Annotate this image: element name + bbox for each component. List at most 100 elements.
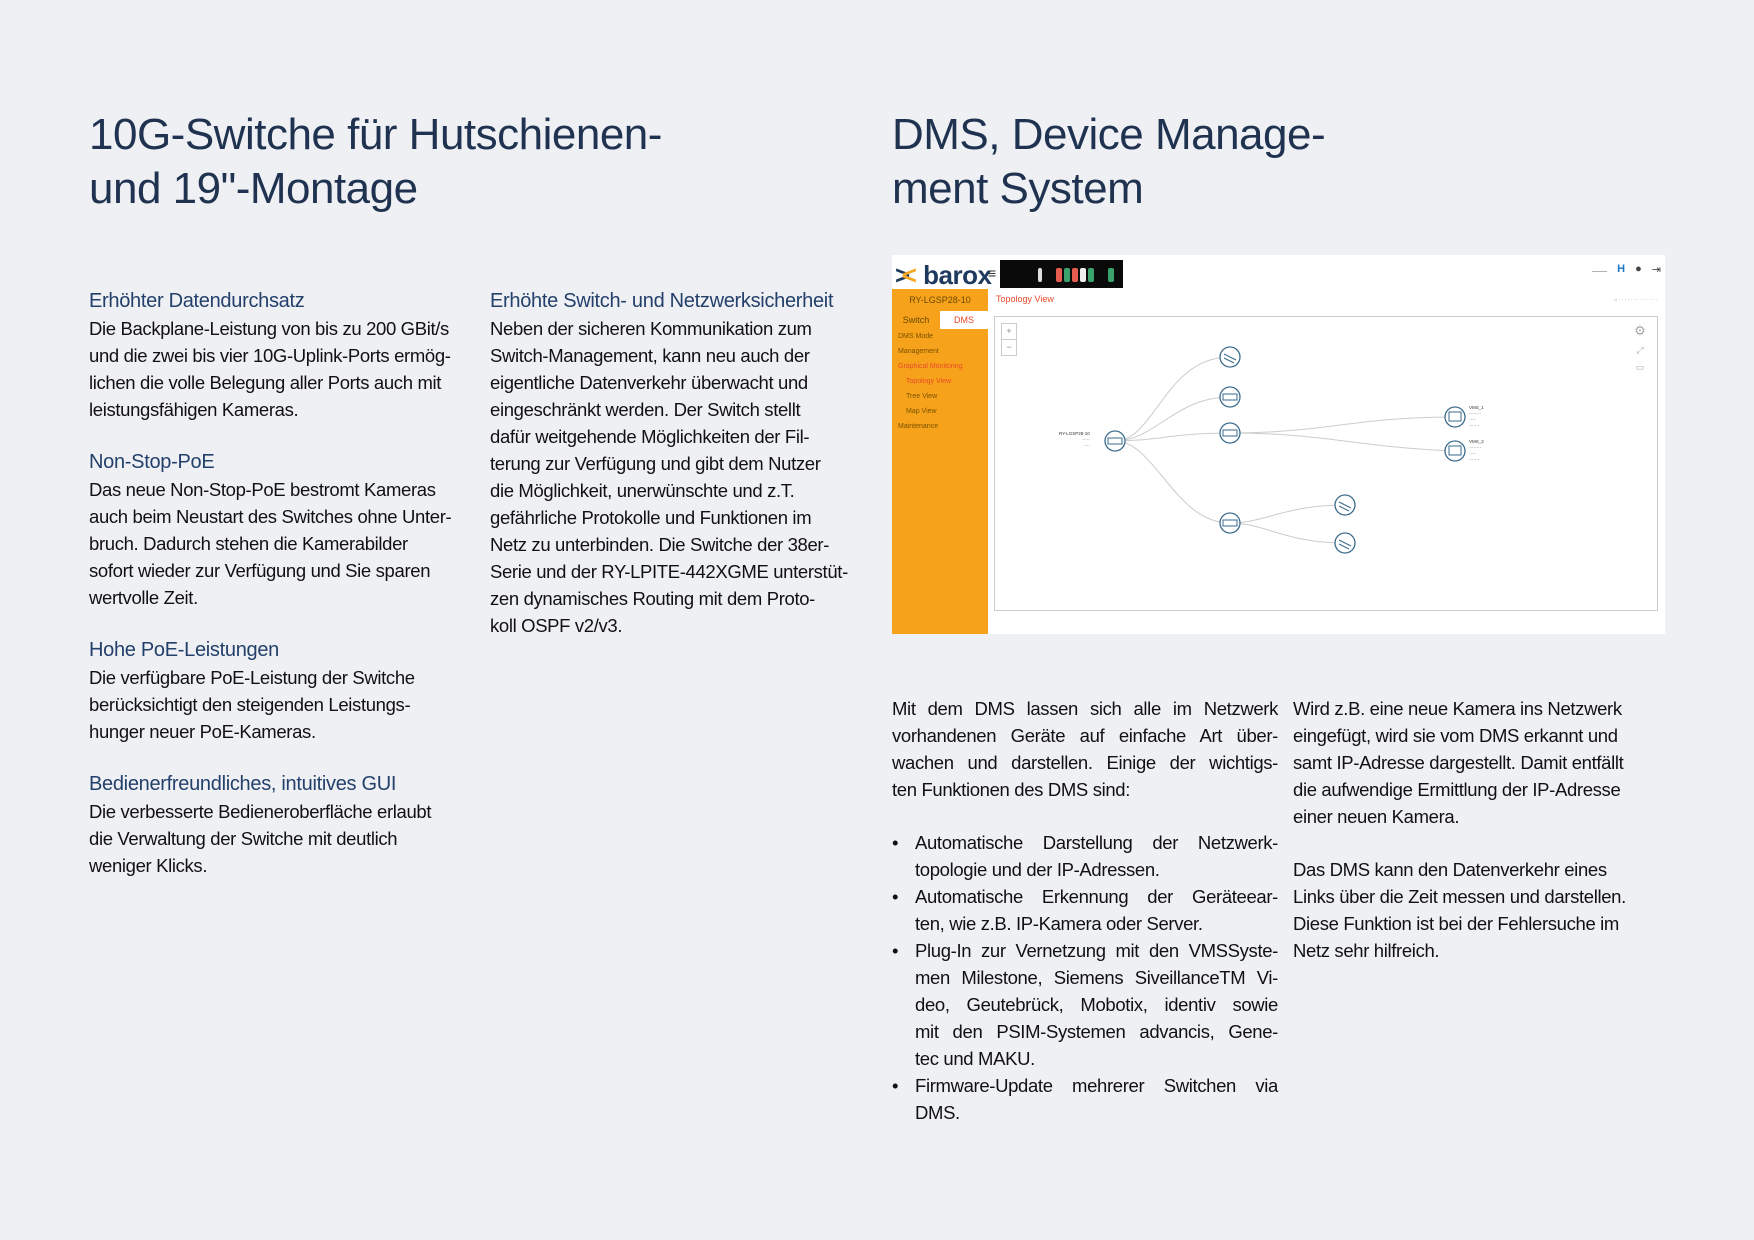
- menu-item: Tree View: [906, 393, 938, 400]
- node-name: VMS_1: [1469, 405, 1484, 410]
- logout-icon: ⇥: [1651, 264, 1661, 276]
- device-name: RY-LGSP28-10: [909, 295, 971, 305]
- body-line: eigentliche Datenverkehr überwacht und: [490, 372, 808, 393]
- feature-list: Automatische Darstellung der Netzwerk-to…: [892, 829, 1278, 1126]
- body-line: DMS.: [915, 1102, 960, 1123]
- logo-text: barox: [923, 260, 992, 290]
- body-line: deo, Geutebrück, Mobotix, identiv sowie: [915, 994, 1278, 1015]
- menu-item: Maintenance: [898, 423, 939, 430]
- section: Bedienerfreundliches, intuitives GUI Die …: [89, 771, 489, 879]
- body-line: Wird z.B. eine neue Kamera ins Netzwerk: [1293, 698, 1622, 719]
- body-line: Automatische Erkennung der Geräteear-: [915, 886, 1278, 907]
- canvas-tools: ⚙ ⤢ ▭: [1631, 323, 1649, 379]
- user-label: ———: [1592, 269, 1607, 275]
- menu-item: DMS Mode: [898, 333, 934, 340]
- body-line: Switch-Management, kann neu auch der: [490, 345, 810, 366]
- body-line: auch beim Neustart des Switches ohne Unt…: [89, 506, 452, 527]
- body-line: die Möglichkeit, unerwünschte und z.T.: [490, 480, 795, 501]
- body-line: Automatische Darstellung der Netzwerk-: [915, 832, 1278, 853]
- list-item: Firmware-Update mehrerer Switchen viaDMS…: [892, 1072, 1278, 1126]
- left-title: 10G-Switche für Hutschienen- und 19"-Mon…: [89, 108, 662, 216]
- top-icons: H ● ⇥: [1617, 263, 1661, 276]
- body-line: Netz sehr hilfreich.: [1293, 940, 1440, 961]
- body-line: Neben der sicheren Kommunikation zum: [490, 318, 812, 339]
- body-line: zen dynamisches Routing mit dem Proto-: [490, 588, 815, 609]
- tab-dms: DMS: [940, 311, 988, 329]
- section-heading: Bedienerfreundliches, intuitives GUI: [89, 773, 397, 795]
- node-label: RY-LGSP28-10·········: [1059, 431, 1090, 448]
- body-line: Diese Funktion ist bei der Fehlersuche i…: [1293, 913, 1619, 934]
- port-status-bar: [1000, 260, 1123, 288]
- node-label: VMS_2····················: [1469, 439, 1484, 462]
- menu-item: Map View: [906, 408, 937, 415]
- left-title-line: 10G-Switche für Hutschienen-: [89, 110, 662, 159]
- body-line: und die zwei bis vier 10G-Uplink-Ports e…: [89, 345, 451, 366]
- menu-icon: ≡: [988, 265, 997, 281]
- body-line: Mit dem DMS lassen sich alle im Netzwerk: [892, 698, 1278, 719]
- topology-canvas: +− ⚙⤢▭: [994, 316, 1658, 611]
- body-line: vorhandenen Geräte auf einfache Art über…: [892, 725, 1278, 746]
- topology-graph: [1104, 346, 1466, 554]
- list-item: Plug-In zur Vernetzung mit den VMSSyste-…: [892, 937, 1278, 1072]
- section: Wird z.B. eine neue Kamera ins Netzwerk e…: [1293, 695, 1693, 830]
- menu-item: Graphical Monitoring: [898, 363, 963, 370]
- right-title: DMS, Device Manage- ment System: [892, 108, 1326, 216]
- node-name: RY-LGSP28-10: [1059, 431, 1090, 436]
- right-title-line: DMS, Device Manage-: [892, 110, 1326, 159]
- section-heading: Erhöhte Switch- und Netzwerksicherheit: [490, 290, 834, 312]
- body-line: einer neuen Kamera.: [1293, 806, 1460, 827]
- breadcrumb: ⌂ · · · · · · · · · · · · ·: [1614, 297, 1657, 303]
- body-line: men Milestone, Siemens SiveillanceTM Vi-: [915, 967, 1278, 988]
- body-line: Plug-In zur Vernetzung mit den VMSSyste-: [915, 940, 1278, 961]
- body-line: tec und MAKU.: [915, 1048, 1035, 1069]
- body-line: Serie und der RY-LPITE-442XGME unterstüt…: [490, 561, 848, 582]
- dms-column-1: Mit dem DMS lassen sich alle im Netzwerk…: [892, 695, 1278, 1126]
- body-line: mit den PSIM-Systemen advancis, Gene-: [915, 1021, 1278, 1042]
- body-line: eingeschränkt werden. Der Switch stellt: [490, 399, 801, 420]
- body-line: koll OSPF v2/v3.: [490, 615, 623, 636]
- menu-item: Topology View: [906, 378, 952, 385]
- body-line: weniger Klicks.: [89, 855, 208, 876]
- dms-column-2: Wird z.B. eine neue Kamera ins Netzwerk e…: [1293, 695, 1693, 990]
- body-line: bruch. Dadurch stehen die Kamerabilder: [89, 533, 408, 554]
- body-line: terung zur Verfügung und gibt dem Nutzer: [490, 453, 821, 474]
- dms-sidebar: RY-LGSP28-10 Switch DMS DMS Mode Managem…: [892, 289, 988, 634]
- body-line: Das neue Non-Stop-PoE bestromt Kameras: [89, 479, 436, 500]
- right-title-line: ment System: [892, 164, 1144, 213]
- body-line: Die Backplane-Leistung von bis zu 200 GB…: [89, 318, 449, 339]
- body-line: hunger neuer PoE-Kameras.: [89, 721, 316, 742]
- body-line: ten, wie z.B. IP-Kamera oder Server.: [915, 913, 1203, 934]
- body-line: die Verwaltung der Switche mit deutlich: [89, 828, 398, 849]
- gear-icon: ⚙: [1634, 323, 1646, 338]
- body-line: wertvolle Zeit.: [89, 587, 198, 608]
- tab-switch: Switch: [902, 315, 930, 325]
- body-line: berücksichtigt den steigenden Leistungs-: [89, 694, 411, 715]
- intro-paragraph: Mit dem DMS lassen sich alle im Netzwerk…: [892, 695, 1278, 803]
- body-line: lichen die volle Belegung aller Ports au…: [89, 372, 442, 393]
- body-line: ten Funktionen des DMS sind:: [892, 779, 1131, 800]
- node-label: VMS_1····················: [1469, 405, 1484, 428]
- body-line: topologie und der IP-Adressen.: [915, 859, 1160, 880]
- node-name: VMS_2: [1469, 439, 1484, 444]
- body-line: leistungsfähigen Kameras.: [89, 399, 299, 420]
- save-icon: H: [1617, 263, 1626, 275]
- body-line: Das DMS kann den Datenverkehr eines: [1293, 859, 1607, 880]
- fullscreen-icon: ⤢: [1636, 345, 1644, 355]
- topology-title: Topology View: [996, 294, 1054, 304]
- list-item: Automatische Erkennung der Geräteear-ten…: [892, 883, 1278, 937]
- body-line: samt IP-Adresse dargestellt. Damit entfä…: [1293, 752, 1624, 773]
- body-line: eingefügt, wird sie vom DMS erkannt und: [1293, 725, 1618, 746]
- export-icon: ▭: [1635, 362, 1645, 372]
- dms-screenshot: >< barox ≡ ——— H ● ⇥ RY-LGSP28-10 Switch…: [892, 255, 1665, 634]
- list-item: Automatische Darstellung der Netzwerk-to…: [892, 829, 1278, 883]
- body-line: Die verbesserte Bedieneroberfläche erlau…: [89, 801, 432, 822]
- barox-logo: >< barox: [895, 260, 992, 290]
- body-line: Firmware-Update mehrerer Switchen via: [915, 1075, 1278, 1096]
- left-title-line: und 19"-Montage: [89, 164, 418, 213]
- body-line: die aufwendige Ermittlung der IP-Adresse: [1293, 779, 1621, 800]
